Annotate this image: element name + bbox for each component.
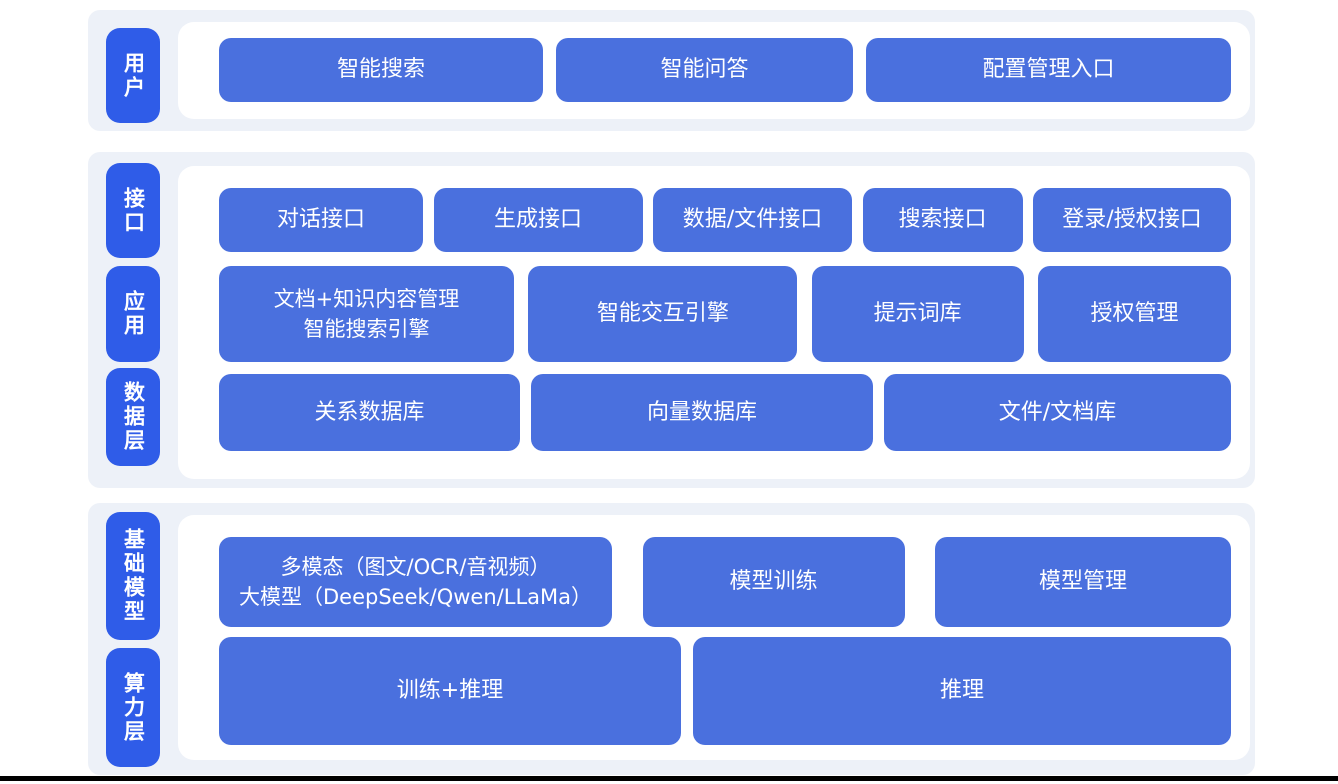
box-model-training: 模型训练 [642,537,905,627]
layer-label-application: 应用 [106,266,160,362]
panel-foundation-compute: 多模态（图文/OCR/音视频） 大模型（DeepSeek/Qwen/LLaMa）… [178,515,1250,760]
band-user-layer: 用户 智能搜索 智能问答 配置管理入口 [88,10,1255,131]
layer-label-interface: 接口 [106,163,160,258]
layer-label-data: 数据层 [106,368,160,466]
box-training-inference: 训练+推理 [219,637,681,745]
box-inference: 推理 [693,637,1231,745]
row-data-stores: 关系数据库 向量数据库 文件/文档库 [219,374,1231,451]
box-authorization-management: 授权管理 [1037,266,1231,362]
box-dialog-interface: 对话接口 [219,188,423,252]
layer-label-user: 用户 [106,28,160,123]
band-foundation-compute: 基础模型 算力层 多模态（图文/OCR/音视频） 大模型（DeepSeek/Qw… [88,503,1255,775]
box-multimodal-large-model: 多模态（图文/OCR/音视频） 大模型（DeepSeek/Qwen/LLaMa） [219,537,612,627]
box-vector-database: 向量数据库 [531,374,873,451]
layer-label-foundation-model: 基础模型 [106,512,160,640]
layer-label-compute-text: 算力层 [121,671,146,744]
layer-label-user-text: 用户 [121,51,146,100]
band-interface-application-data: 接口 应用 数据层 对话接口 生成接口 数据/文件接口 搜索接口 登录/授权接口… [88,152,1255,488]
box-data-file-interface: 数据/文件接口 [653,188,852,252]
box-relational-database: 关系数据库 [219,374,520,451]
row-models: 多模态（图文/OCR/音视频） 大模型（DeepSeek/Qwen/LLaMa）… [219,537,1231,627]
window-bottom-edge [0,776,1338,781]
layer-label-foundation-model-text: 基础模型 [121,528,146,624]
layer-label-interface-text: 接口 [121,186,146,235]
row-compute: 训练+推理 推理 [219,637,1231,745]
layer-label-data-text: 数据层 [121,381,146,453]
box-generation-interface: 生成接口 [433,188,643,252]
box-search-interface: 搜索接口 [862,188,1023,252]
box-smart-search: 智能搜索 [219,38,543,102]
box-model-management: 模型管理 [935,537,1231,627]
box-doc-knowledge-search-engine: 文档+知识内容管理 智能搜索引擎 [219,266,514,362]
row-user-entries: 智能搜索 智能问答 配置管理入口 [219,38,1231,102]
box-login-auth-interface: 登录/授权接口 [1033,188,1231,252]
box-prompt-library: 提示词库 [811,266,1024,362]
row-applications: 文档+知识内容管理 智能搜索引擎 智能交互引擎 提示词库 授权管理 [219,266,1231,362]
panel-interface-application-data: 对话接口 生成接口 数据/文件接口 搜索接口 登录/授权接口 文档+知识内容管理… [178,166,1250,479]
panel-user-layer: 智能搜索 智能问答 配置管理入口 [178,22,1250,119]
layer-label-application-text: 应用 [121,290,146,338]
box-smart-interaction-engine: 智能交互引擎 [528,266,798,362]
box-config-management-entry: 配置管理入口 [866,38,1231,102]
layer-label-compute: 算力层 [106,648,160,767]
row-interfaces: 对话接口 生成接口 数据/文件接口 搜索接口 登录/授权接口 [219,188,1231,252]
box-file-document-store: 文件/文档库 [884,374,1231,451]
box-smart-qa: 智能问答 [556,38,853,102]
